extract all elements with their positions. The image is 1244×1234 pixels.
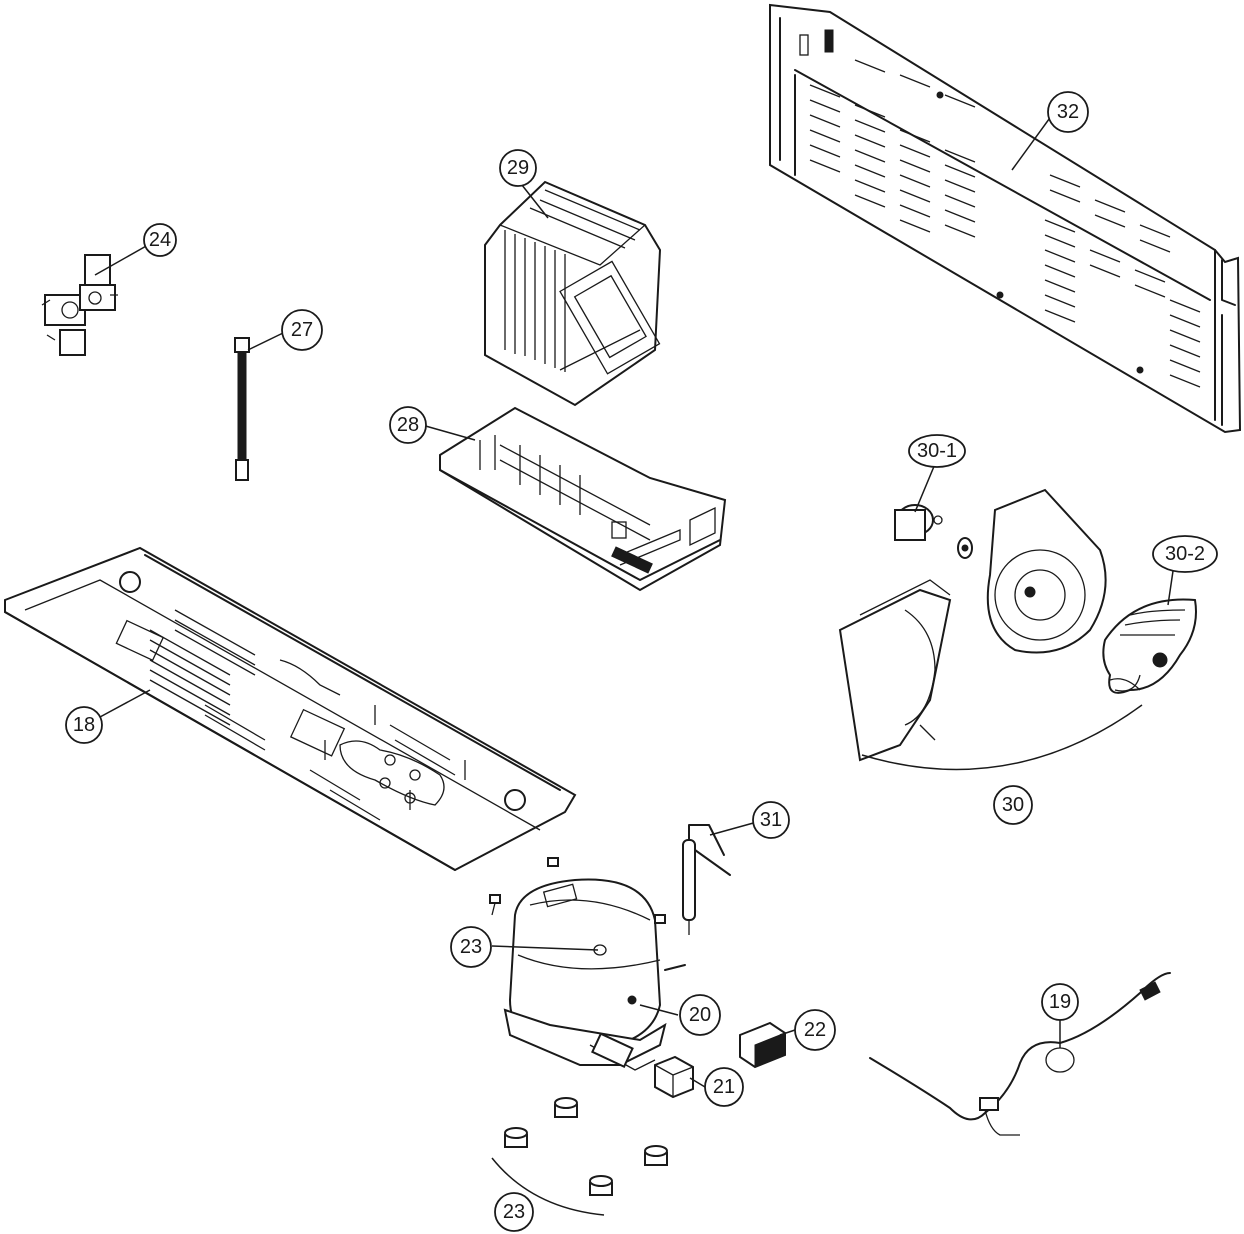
part-18-base-plate — [4, 546, 577, 872]
svg-text:20: 20 — [689, 1004, 711, 1026]
svg-text:21: 21 — [713, 1076, 735, 1098]
part-30-fan-assembly — [838, 488, 1197, 771]
callout-21: 21 — [704, 1067, 744, 1107]
callout-20: 20 — [679, 994, 721, 1036]
svg-text:30-1: 30-1 — [917, 440, 957, 462]
callout-23: 23 — [494, 1192, 534, 1232]
svg-text:24: 24 — [149, 229, 171, 251]
callout-19: 19 — [1041, 983, 1079, 1021]
svg-text:29: 29 — [507, 157, 529, 179]
svg-text:22: 22 — [804, 1019, 826, 1041]
svg-text:30: 30 — [1002, 794, 1024, 816]
callout-26: 24 — [143, 223, 177, 257]
part-20-compressor — [503, 878, 686, 1071]
svg-text:19: 19 — [1049, 991, 1071, 1013]
callout-30-2: 30-2 — [1152, 535, 1218, 573]
svg-text:18: 18 — [73, 714, 95, 736]
part-30-2-fan-blade — [1102, 598, 1197, 694]
callout-23-label: 23 — [503, 1201, 525, 1223]
svg-text:30-2: 30-2 — [1165, 543, 1205, 565]
part-31-drier — [682, 824, 731, 935]
leader-lines — [94, 114, 1174, 1088]
callout-32: 32 — [1047, 91, 1089, 133]
part-23-grommets — [491, 1097, 668, 1216]
callout-27: 27 — [281, 309, 323, 351]
callout-28: 28 — [389, 406, 427, 444]
part-26-valve — [41, 254, 118, 356]
part-27-drain-hose — [234, 337, 250, 481]
callout-30: 30 — [993, 785, 1033, 825]
part-21-overload — [654, 1055, 694, 1099]
svg-text:23: 23 — [460, 936, 482, 958]
svg-text:31: 31 — [760, 809, 782, 831]
svg-text:32: 32 — [1057, 101, 1079, 123]
callout-18: 18 — [65, 706, 103, 744]
part-32-rear-cover — [769, 3, 1242, 434]
mounting-screws — [489, 857, 666, 924]
part-29-condenser — [484, 180, 662, 407]
callout-24: 23 — [450, 926, 492, 968]
part-19-wire-harness — [869, 972, 1171, 1136]
part-30-1-fan-motor — [894, 504, 973, 559]
svg-text:28: 28 — [397, 414, 419, 436]
callout-29: 29 — [499, 149, 537, 187]
callout-30-1: 30-1 — [908, 434, 966, 468]
callout-31: 31 — [752, 801, 790, 839]
part-22-relay — [739, 1021, 786, 1069]
part-28-control-box — [439, 406, 727, 592]
callout-22: 22 — [794, 1009, 836, 1051]
svg-text:27: 27 — [291, 319, 313, 341]
